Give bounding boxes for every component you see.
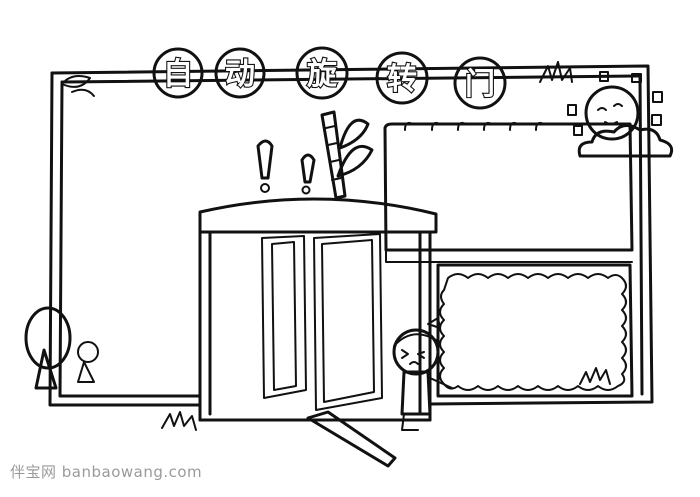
title-bubble-3: 旋	[295, 46, 349, 100]
title-bubble-5: 门	[453, 56, 507, 110]
note-box-bottom	[436, 263, 634, 398]
revolving-door	[198, 197, 438, 468]
grass-tuft-icon	[539, 61, 573, 83]
sun-icon	[567, 71, 663, 141]
title-bubble-4: 转	[375, 51, 429, 105]
title-char-1: 自	[163, 57, 193, 92]
spiral-rings	[404, 121, 545, 131]
note-box-top	[383, 121, 634, 263]
cloud-icon	[577, 124, 674, 158]
tree-icon	[24, 306, 99, 390]
grass-tuft-icon	[161, 411, 197, 431]
title-char-3: 旋	[307, 57, 337, 92]
kid-character	[392, 317, 453, 431]
title-char-5: 门	[465, 67, 495, 102]
title-char-2: 动	[225, 57, 255, 92]
watermark: 伴宝网 banbaowang.com	[10, 463, 203, 481]
title-bubble-2: 动	[214, 47, 266, 99]
title-bubble-1: 自	[152, 47, 204, 99]
corner-leaf-icon	[61, 75, 95, 97]
plant-icon	[320, 110, 374, 200]
title-banner: 自 动 旋 转 门	[152, 46, 507, 110]
title-char-4: 转	[387, 62, 417, 97]
exclamation-icon	[256, 139, 316, 195]
